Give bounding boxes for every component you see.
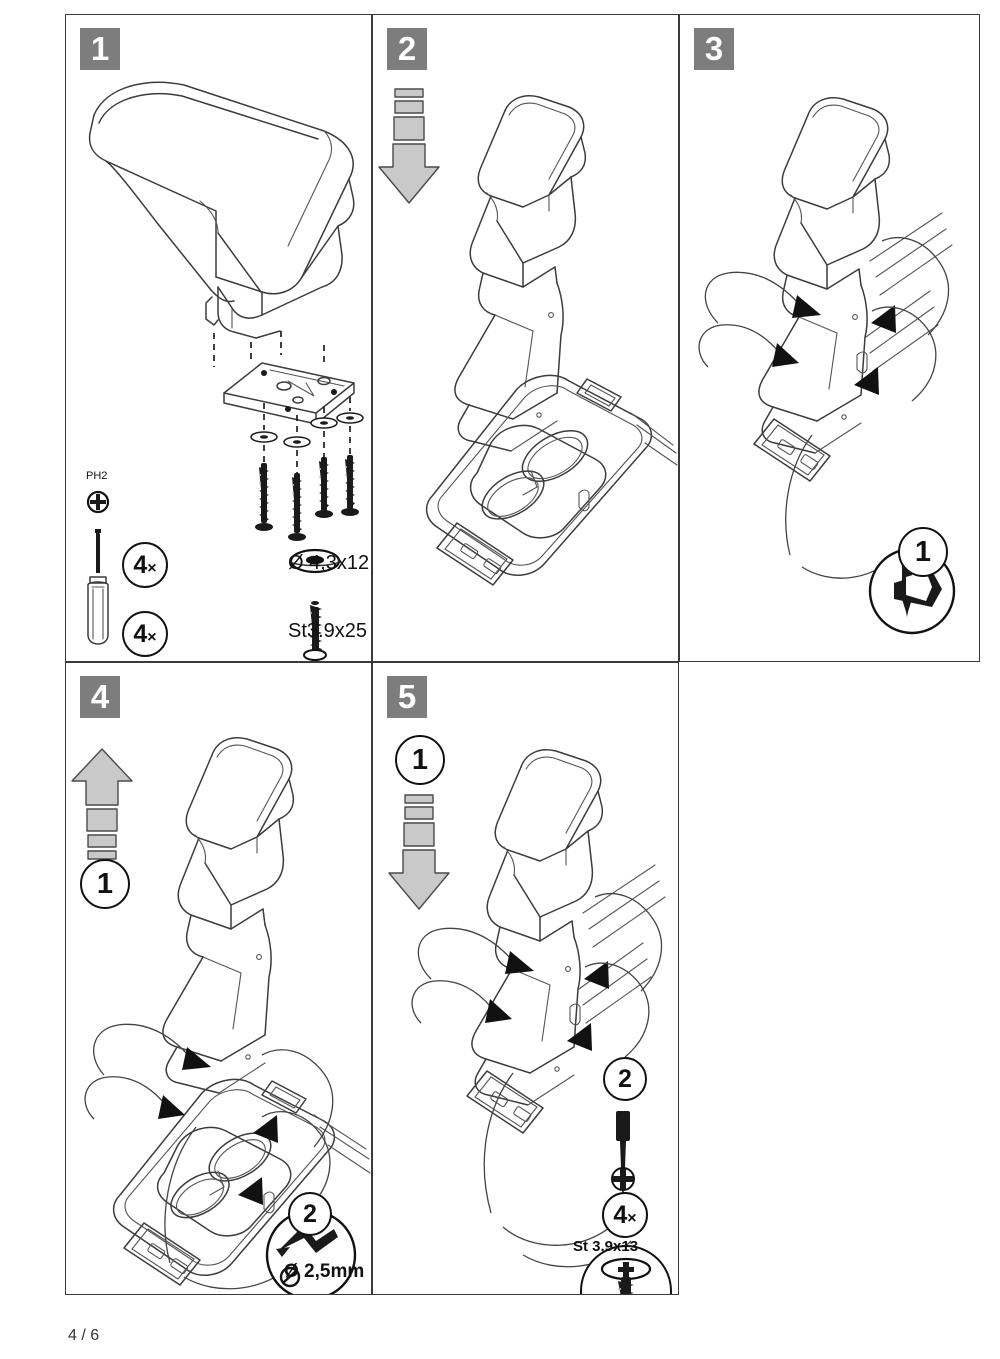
panel-step-3: 3 xyxy=(679,14,980,662)
down-arrow-icon xyxy=(388,794,450,910)
fastener-spec-label: St 3,9x13 xyxy=(573,1238,639,1255)
reference-badge-2: 2 xyxy=(603,1057,647,1101)
quantity-number: 4 xyxy=(613,1201,628,1229)
reference-badge-2: 2 xyxy=(288,1192,332,1236)
center-console-drawing xyxy=(112,1078,371,1286)
drill-size-label: Ø 2,5mm xyxy=(284,1261,365,1282)
screw xyxy=(288,473,306,541)
washer-part-icon xyxy=(289,548,341,574)
panel-1-illustration xyxy=(86,81,364,661)
armrest-body-drawing xyxy=(88,81,355,339)
reference-badge-1: 1 xyxy=(80,859,130,909)
quantity-number: 4 xyxy=(133,551,148,579)
screw xyxy=(255,463,273,531)
step-number-badge-5: 5 xyxy=(387,676,427,718)
quantity-badge-washer: 4× xyxy=(122,542,168,588)
center-console-drawing xyxy=(425,374,678,586)
screw xyxy=(315,457,333,518)
washer-to-screw-dashed-lines xyxy=(263,426,351,473)
quantity-suffix: × xyxy=(147,629,157,646)
down-arrow-icon xyxy=(378,88,440,204)
reference-badge-1: 1 xyxy=(898,527,948,577)
quantity-number: 4 xyxy=(133,620,148,648)
panel-grid: 1 xyxy=(65,14,980,1295)
fastening-point-arrows xyxy=(411,893,663,1268)
part-spec-screw: St3.9x25 xyxy=(288,620,367,642)
armrest-body-drawing xyxy=(466,749,666,1134)
step-number-badge-2: 2 xyxy=(387,28,427,70)
drill-detail xyxy=(265,1209,357,1294)
part-spec-washer: Ø 4,3x12 xyxy=(288,552,370,574)
tool-label-ph2: PH2 xyxy=(86,470,108,482)
screw-part-icon xyxy=(303,601,327,661)
panel-step-1: 1 xyxy=(65,14,372,662)
mounting-point-arrows xyxy=(698,237,950,579)
mounting-bracket-drawing xyxy=(223,362,355,425)
assembly-dashed-lines xyxy=(213,331,325,367)
panel-step-5: 5 xyxy=(372,662,679,1295)
reference-badge-1: 1 xyxy=(395,735,445,785)
drill-point-arrows xyxy=(84,1023,334,1290)
panel-2-illustration xyxy=(378,88,678,586)
armrest-body-drawing xyxy=(454,95,587,452)
quantity-suffix: × xyxy=(627,1210,637,1227)
panel-step-4: 4 xyxy=(65,662,372,1295)
screw xyxy=(341,455,359,516)
step-number-badge-3: 3 xyxy=(694,28,734,70)
step-number-badge-1: 1 xyxy=(80,28,120,70)
armrest-body-drawing xyxy=(162,737,295,1094)
pan-head-screw-detail xyxy=(580,1245,672,1294)
phillips-screwdriver-icon xyxy=(87,529,109,645)
quantity-badge-fastener: 4× xyxy=(602,1192,648,1238)
phillips-bit-icon xyxy=(86,490,110,514)
bracket-to-washer-dashed-lines xyxy=(263,397,351,435)
quantity-badge-screw: 4× xyxy=(122,611,168,657)
up-arrow-icon xyxy=(71,748,133,860)
panel-step-2: 2 xyxy=(372,14,679,662)
armrest-body-drawing xyxy=(753,97,953,482)
step-number-badge-4: 4 xyxy=(80,676,120,718)
panel-5-illustration xyxy=(388,749,672,1294)
washers-group xyxy=(250,412,364,448)
page-number: 4 / 6 xyxy=(68,1327,100,1344)
screws-group xyxy=(255,455,359,541)
panel-4-illustration xyxy=(71,737,371,1294)
quantity-suffix: × xyxy=(147,560,157,577)
